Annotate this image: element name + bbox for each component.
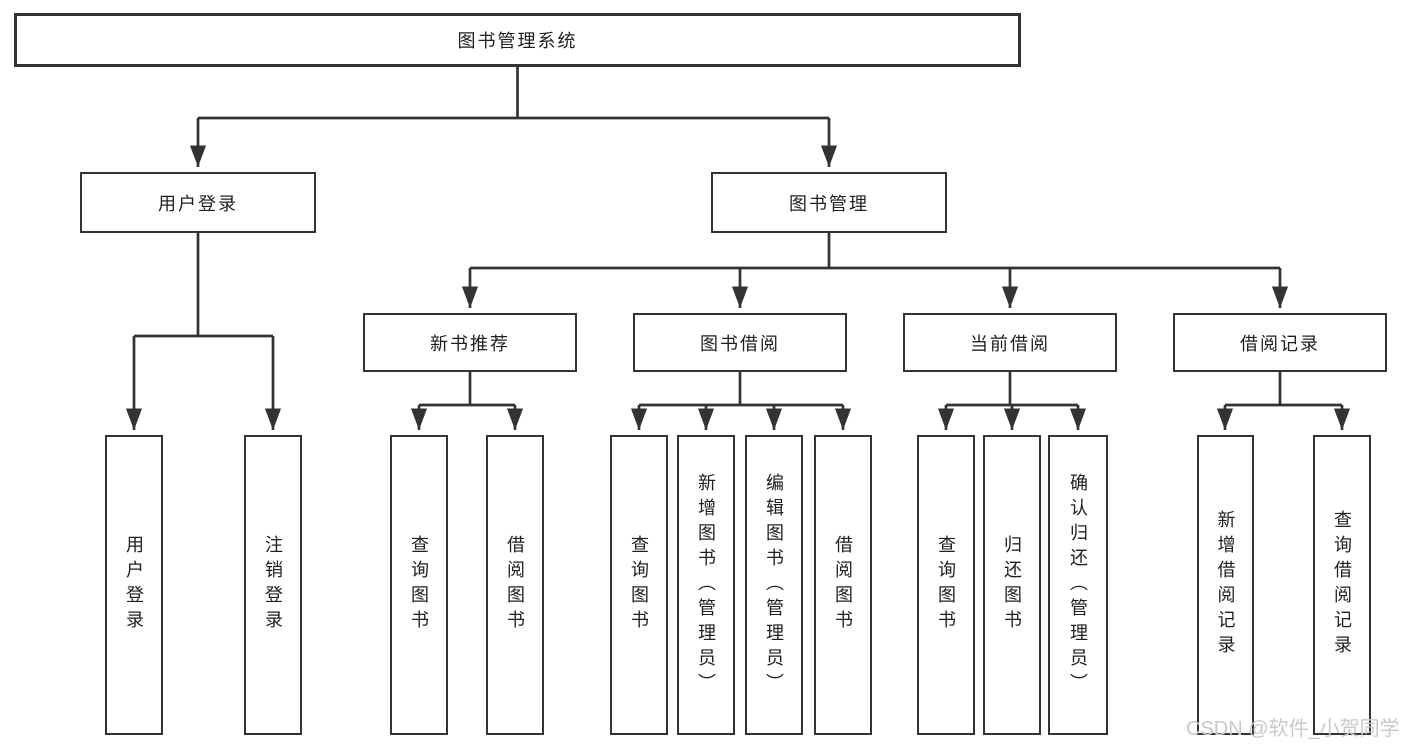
node-book-management: 图书管理 [711,172,947,233]
node-new-book-recommend-label: 新书推荐 [430,333,510,354]
leaf-recommend-borrow-books: 借阅图书 [486,435,544,735]
leaf-borrow-query-books-label: 查询图书 [629,535,649,635]
leaf-query-borrow-record-label: 查询借阅记录 [1332,510,1352,660]
node-book-management-label: 图书管理 [789,193,869,214]
node-book-borrow-label: 图书借阅 [700,333,780,354]
node-new-book-recommend: 新书推荐 [363,313,577,372]
root-node-label: 图书管理系统 [457,31,578,51]
leaf-borrow-books-label: 借阅图书 [833,535,853,635]
csdn-watermark: CSDN @软件_小贺同学 [1186,718,1400,740]
node-current-borrow: 当前借阅 [903,313,1117,372]
node-user-login: 用户登录 [80,172,316,233]
leaf-query-borrow-record: 查询借阅记录 [1313,435,1371,735]
leaf-return-books-label: 归还图书 [1002,535,1022,635]
leaf-current-query-books: 查询图书 [917,435,975,735]
leaf-return-books: 归还图书 [983,435,1041,735]
leaf-recommend-query-books: 查询图书 [390,435,448,735]
leaf-recommend-query-books-label: 查询图书 [409,535,429,635]
leaf-logout-label: 注销登录 [263,535,283,635]
leaf-confirm-return-admin-label: 确认归还（管理员） [1068,472,1088,698]
leaf-add-borrow-record: 新增借阅记录 [1197,435,1254,735]
node-book-borrow: 图书借阅 [633,313,847,372]
leaf-add-books-admin-label: 新增图书（管理员） [696,472,716,698]
leaf-user-login: 用户登录 [105,435,163,735]
node-borrow-records-label: 借阅记录 [1240,333,1320,354]
node-borrow-records: 借阅记录 [1173,313,1387,372]
leaf-edit-books-admin: 编辑图书（管理员） [745,435,803,735]
leaf-recommend-borrow-books-label: 借阅图书 [505,535,525,635]
leaf-add-books-admin: 新增图书（管理员） [677,435,735,735]
node-current-borrow-label: 当前借阅 [970,333,1050,354]
leaf-current-query-books-label: 查询图书 [936,535,956,635]
leaf-edit-books-admin-label: 编辑图书（管理员） [764,472,784,698]
leaf-add-borrow-record-label: 新增借阅记录 [1215,510,1236,660]
leaf-user-login-label: 用户登录 [124,535,144,635]
node-user-login-label: 用户登录 [158,193,238,214]
leaf-confirm-return-admin: 确认归还（管理员） [1048,435,1108,735]
leaf-borrow-books: 借阅图书 [814,435,872,735]
leaf-logout: 注销登录 [244,435,302,735]
root-node-library-system: 图书管理系统 [14,13,1021,67]
leaf-borrow-query-books: 查询图书 [610,435,668,735]
